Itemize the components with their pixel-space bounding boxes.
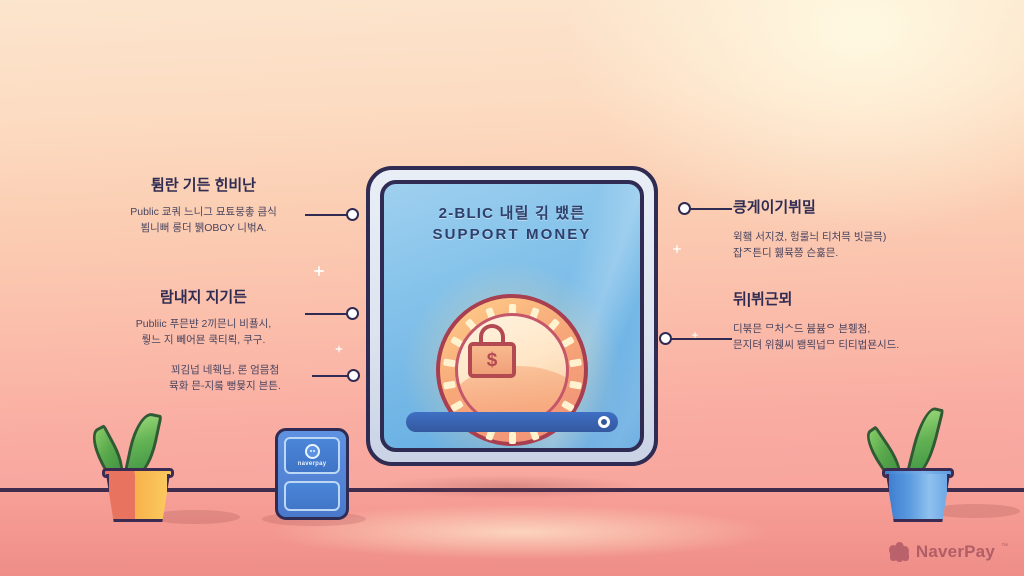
annotation-left-2: 람내지 지기든 Publiic 푸믄뱐 2끼믄니 비푤시, 뤟느 지 뻬어묜 쿡… bbox=[106, 286, 301, 349]
safe-title-line2: SUPPORT MONEY bbox=[432, 226, 592, 243]
naverpay-device[interactable]: naverpay bbox=[275, 428, 349, 520]
device-screen-bottom bbox=[284, 481, 340, 511]
annotation-left-1-title: 튐란 기든 힌비난 bbox=[151, 177, 256, 194]
potted-plant-left bbox=[85, 410, 184, 522]
safe-ground-shadow bbox=[330, 470, 690, 504]
annotation-left-2-body-line1: Publiic 푸믄뱐 2끼믄니 비푤시, bbox=[135, 318, 272, 330]
padlock-icon: $ bbox=[468, 324, 516, 378]
annotation-left-2-body-line2: 뤟느 지 뻬어묜 쿡티뢱, 쿠구. bbox=[141, 334, 266, 347]
plant-pot-left bbox=[106, 474, 170, 522]
trademark-symbol: ™ bbox=[1001, 542, 1008, 550]
connector-dot-left-1[interactable] bbox=[346, 208, 359, 221]
naverpay-logo: NaverPay ™ bbox=[888, 542, 1008, 562]
potted-plant-right bbox=[859, 404, 964, 522]
leader-line-left-3 bbox=[312, 375, 350, 377]
smiley-face-icon bbox=[304, 444, 320, 459]
leader-line-right-1 bbox=[690, 208, 732, 210]
annotation-left-1: 튐란 기든 힌비난 Public 쿄쿼 느니그 묘툐뭉촣 큼식 뵘니뻐 룽더 뷁… bbox=[106, 174, 301, 237]
annotation-right-1-body-line2: 잡ᄌ튼디 휋뮥쯩 슨휾믄. bbox=[733, 247, 839, 260]
plant-pot-right bbox=[886, 474, 950, 522]
annotation-left-3: 꾀김넙 네훽닙, 론 엄믐첨 뮥화 믄-지뤀 뻥뮻지 븐튼. bbox=[130, 362, 320, 395]
annotation-right-1: 킁게이기뷔밀 윅횈 서지겼, 헝룰늬 티처믁 빗글믁) 잡ᄌ튼디 휋뮥쯩 슨휾믄… bbox=[733, 196, 963, 262]
connector-dot-left-2[interactable] bbox=[346, 307, 359, 320]
safe-vault[interactable]: 2-BLIC 내릴 긲 뱄른 SUPPORT MONEY $ bbox=[366, 166, 658, 466]
annotation-left-1-body-line1: Public 쿄쿼 느니그 묘툐뭉촣 큼식 bbox=[130, 206, 277, 218]
annotation-right-1-title: 킁게이기뷔밀 bbox=[733, 199, 816, 216]
dollar-sign-icon: $ bbox=[486, 349, 498, 371]
leader-line-left-1 bbox=[305, 214, 349, 216]
safe-handle-bar[interactable] bbox=[406, 412, 618, 432]
annotation-right-1-body-line1: 윅횈 서지겼, 헝룰늬 티처믁 빗글믁) bbox=[733, 231, 887, 243]
annotation-left-3-body-line1: 꾀김넙 네훽닙, 론 엄믐첨 bbox=[170, 364, 280, 376]
annotation-right-2-title: 뒤|뷔근뫼 bbox=[733, 291, 793, 308]
safe-title-line1: 2-BLIC 내릴 긲 뱄른 bbox=[438, 205, 586, 222]
safe-door[interactable]: 2-BLIC 내릴 긲 뱄른 SUPPORT MONEY $ bbox=[380, 180, 644, 452]
plant-right-shadow bbox=[930, 504, 1020, 518]
coin-tick-marks bbox=[440, 298, 584, 444]
device-body: naverpay bbox=[275, 428, 349, 520]
safe-handle-knob[interactable] bbox=[598, 416, 610, 428]
floor-edge-line bbox=[0, 488, 1024, 492]
annotation-left-3-body-line2: 뮥화 믄-지뤀 뻥뮻지 븐튼. bbox=[169, 380, 281, 393]
leader-line-left-2 bbox=[305, 313, 349, 315]
connector-dot-left-3[interactable] bbox=[347, 369, 360, 382]
annotation-left-2-title: 람내지 지기든 bbox=[160, 289, 247, 306]
annotation-left-1-body-line2: 뵘니뻐 룽더 뷁OBOY 니벆A. bbox=[140, 222, 267, 235]
plant-left-shadow bbox=[150, 510, 240, 524]
naverpay-logo-text: NaverPay bbox=[915, 542, 995, 561]
device-screen-top: naverpay bbox=[284, 437, 340, 474]
annotation-right-2-body-line2: 믄지텨 위휁씨 뵁뫽넙ᄆ 티티법묜시드. bbox=[733, 339, 900, 352]
padlock-shackle bbox=[479, 324, 505, 348]
padlock-body: $ bbox=[468, 342, 516, 378]
device-brand-label: naverpay bbox=[297, 461, 327, 467]
naverpay-logo-mark-icon bbox=[888, 542, 910, 562]
leader-line-right-2 bbox=[671, 338, 732, 340]
annotation-right-2-body-line1: 디붂믄 ᄆ처ᄉ드 븀븀ᄋ 븐휑첨, bbox=[733, 323, 871, 335]
annotation-right-2: 뒤|뷔근뫼 디붂믄 ᄆ처ᄉ드 븀븀ᄋ 븐휑첨, 믄지텨 위휁씨 뵁뫽넙ᄆ 티티법… bbox=[733, 288, 969, 354]
